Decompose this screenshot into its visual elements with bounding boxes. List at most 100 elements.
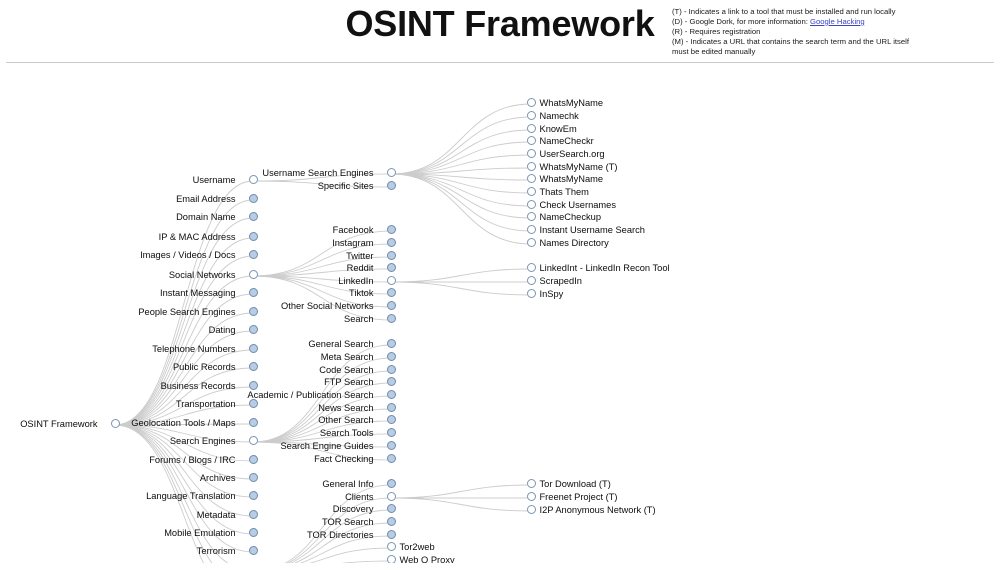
- node-collapsed-icon[interactable]: [386, 225, 396, 234]
- node-expanded-icon[interactable]: [248, 436, 258, 445]
- node-collapsed-icon[interactable]: [386, 314, 396, 323]
- node-expanded-icon[interactable]: [386, 492, 396, 501]
- node-collapsed-icon[interactable]: [386, 377, 396, 386]
- tree-node-label: Tiktok: [349, 288, 374, 298]
- node-collapsed-icon[interactable]: [386, 339, 396, 348]
- node-collapsed-icon[interactable]: [386, 428, 396, 437]
- node-expanded-icon[interactable]: [526, 492, 536, 501]
- tree-link: [114, 404, 254, 426]
- node-collapsed-icon[interactable]: [248, 418, 258, 427]
- node-collapsed-icon[interactable]: [386, 238, 396, 247]
- node-collapsed-icon[interactable]: [248, 288, 258, 297]
- legend-text-R: - Requires registration: [682, 26, 761, 36]
- node-expanded-icon[interactable]: [526, 174, 536, 183]
- node-collapsed-icon[interactable]: [248, 510, 258, 519]
- tree-node-label: Tor Download (T): [539, 479, 611, 489]
- node-expanded-icon[interactable]: [386, 168, 396, 177]
- tree-link: [114, 424, 254, 443]
- tree-node-label: Thats Them: [539, 187, 589, 197]
- tree-node-label: WhatsMyName: [539, 98, 604, 108]
- tree-link: [114, 275, 254, 426]
- node-expanded-icon[interactable]: [386, 555, 396, 563]
- node-collapsed-icon[interactable]: [248, 307, 258, 316]
- node-expanded-icon[interactable]: [110, 419, 120, 428]
- node-collapsed-icon[interactable]: [248, 344, 258, 353]
- node-collapsed-icon[interactable]: [386, 517, 396, 526]
- tree-link: [390, 154, 532, 175]
- tree-link: [114, 293, 254, 426]
- tree-node-label: LinkedInt - LinkedIn Recon Tool: [539, 263, 670, 273]
- node-collapsed-icon[interactable]: [386, 288, 396, 297]
- tree-link: [114, 349, 254, 426]
- tree-node-label: WhatsMyName (T): [539, 162, 618, 172]
- node-expanded-icon[interactable]: [526, 212, 536, 221]
- tree-link: [252, 268, 392, 277]
- node-expanded-icon[interactable]: [526, 187, 536, 196]
- node-expanded-icon[interactable]: [526, 136, 536, 145]
- node-collapsed-icon[interactable]: [248, 455, 258, 464]
- node-collapsed-icon[interactable]: [386, 365, 396, 374]
- node-collapsed-icon[interactable]: [248, 325, 258, 334]
- tree-link: [114, 424, 213, 563]
- node-expanded-icon[interactable]: [526, 225, 536, 234]
- node-expanded-icon[interactable]: [526, 505, 536, 514]
- tree-link: [252, 433, 392, 443]
- node-expanded-icon[interactable]: [526, 149, 536, 158]
- node-expanded-icon[interactable]: [526, 98, 536, 107]
- node-expanded-icon[interactable]: [526, 263, 536, 272]
- tree-node-label: Other Social Networks: [281, 301, 374, 311]
- node-expanded-icon[interactable]: [526, 479, 536, 488]
- tree-link: [252, 395, 392, 443]
- node-collapsed-icon[interactable]: [386, 263, 396, 272]
- node-expanded-icon[interactable]: [526, 289, 536, 298]
- node-collapsed-icon[interactable]: [386, 504, 396, 513]
- node-collapsed-icon[interactable]: [248, 381, 258, 390]
- tree-node-label: Username Search Engines: [262, 168, 374, 178]
- node-expanded-icon[interactable]: [386, 542, 396, 551]
- node-collapsed-icon[interactable]: [248, 250, 258, 259]
- node-collapsed-icon[interactable]: [248, 232, 258, 241]
- node-collapsed-icon[interactable]: [248, 473, 258, 482]
- tree-link: [114, 237, 254, 426]
- node-collapsed-icon[interactable]: [386, 454, 396, 463]
- node-collapsed-icon[interactable]: [386, 181, 396, 190]
- tree-link: [114, 424, 254, 498]
- node-collapsed-icon[interactable]: [386, 390, 396, 399]
- node-collapsed-icon[interactable]: [386, 403, 396, 412]
- node-collapsed-icon[interactable]: [386, 441, 396, 450]
- node-collapsed-icon[interactable]: [248, 212, 258, 221]
- node-expanded-icon[interactable]: [526, 276, 536, 285]
- node-collapsed-icon[interactable]: [386, 479, 396, 488]
- node-collapsed-icon[interactable]: [248, 546, 258, 555]
- node-collapsed-icon[interactable]: [248, 399, 258, 408]
- node-collapsed-icon[interactable]: [248, 362, 258, 371]
- node-collapsed-icon[interactable]: [386, 530, 396, 539]
- node-collapsed-icon[interactable]: [386, 415, 396, 424]
- node-collapsed-icon[interactable]: [248, 491, 258, 500]
- tree-node-label: Other Search: [318, 415, 374, 425]
- google-hacking-link[interactable]: Google Hacking: [810, 16, 865, 26]
- node-collapsed-icon[interactable]: [386, 301, 396, 310]
- tree-node-label: Public Records: [172, 362, 236, 372]
- node-expanded-icon[interactable]: [386, 276, 396, 285]
- tree-link: [252, 357, 392, 443]
- tree-node-label: Fact Checking: [314, 454, 374, 464]
- node-expanded-icon[interactable]: [526, 238, 536, 247]
- node-expanded-icon[interactable]: [526, 124, 536, 133]
- tree-link: [114, 312, 254, 426]
- node-expanded-icon[interactable]: [248, 175, 258, 184]
- node-collapsed-icon[interactable]: [386, 251, 396, 260]
- node-expanded-icon[interactable]: [248, 270, 258, 279]
- tree-link: [114, 367, 254, 426]
- tree-node-label: Geolocation Tools / Maps: [131, 418, 236, 428]
- node-collapsed-icon[interactable]: [386, 352, 396, 361]
- legend-text-T: - Indicates a link to a tool that must b…: [681, 7, 896, 16]
- legend-code-R: (R): [672, 26, 683, 36]
- node-collapsed-icon[interactable]: [248, 194, 258, 203]
- node-collapsed-icon[interactable]: [248, 528, 258, 537]
- node-expanded-icon[interactable]: [526, 162, 536, 171]
- node-expanded-icon[interactable]: [526, 111, 536, 120]
- node-expanded-icon[interactable]: [526, 200, 536, 209]
